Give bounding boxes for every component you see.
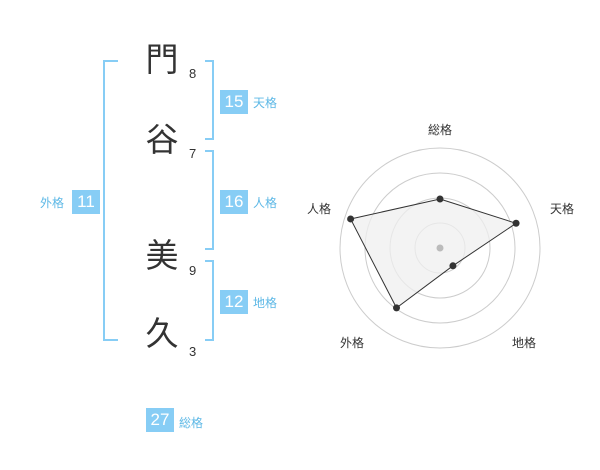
jinkaku-bracket (205, 150, 214, 250)
stroke-count-4: 3 (189, 344, 197, 359)
soukaku-badge: 27 (146, 408, 174, 432)
radar-point-3 (393, 304, 401, 312)
jinkaku-label: 人格 (253, 196, 278, 210)
radar-label-soukaku: 総格 (427, 123, 452, 137)
radar-label-jinkaku: 人格 (306, 202, 331, 216)
gaikaku-bracket (103, 60, 118, 341)
gaikaku-label: 外格 (40, 196, 65, 210)
soukaku-label: 総格 (179, 416, 204, 430)
radar-label-tenkaku: 天格 (549, 202, 574, 216)
radar-point-4 (347, 215, 355, 223)
stroke-count-1: 8 (189, 66, 197, 81)
chikaku-bracket (205, 260, 214, 341)
name-char-1: 門 (145, 40, 179, 79)
tenkaku-badge: 15 (220, 90, 248, 114)
gaikaku-badge: 11 (72, 190, 100, 214)
tenkaku-label: 天格 (253, 96, 278, 110)
jinkaku-badge: 16 (220, 190, 248, 214)
tenkaku-bracket (205, 60, 214, 140)
chikaku-badge: 12 (220, 290, 248, 314)
stroke-count-3: 9 (189, 263, 197, 278)
radar-point-1 (512, 219, 520, 227)
name-char-2: 谷 (145, 120, 179, 159)
name-char-3: 美 (145, 236, 179, 275)
name-char-4: 久 (145, 314, 179, 353)
radar-label-chikaku: 地格 (511, 336, 536, 350)
chikaku-label: 地格 (253, 296, 278, 310)
stroke-count-2: 7 (189, 146, 197, 161)
radar-point-2 (449, 262, 457, 270)
radar-label-gaikaku: 外格 (339, 336, 364, 350)
radar-point-0 (436, 195, 444, 203)
radar-center-dot (436, 244, 444, 252)
radar-polygon (349, 198, 518, 309)
